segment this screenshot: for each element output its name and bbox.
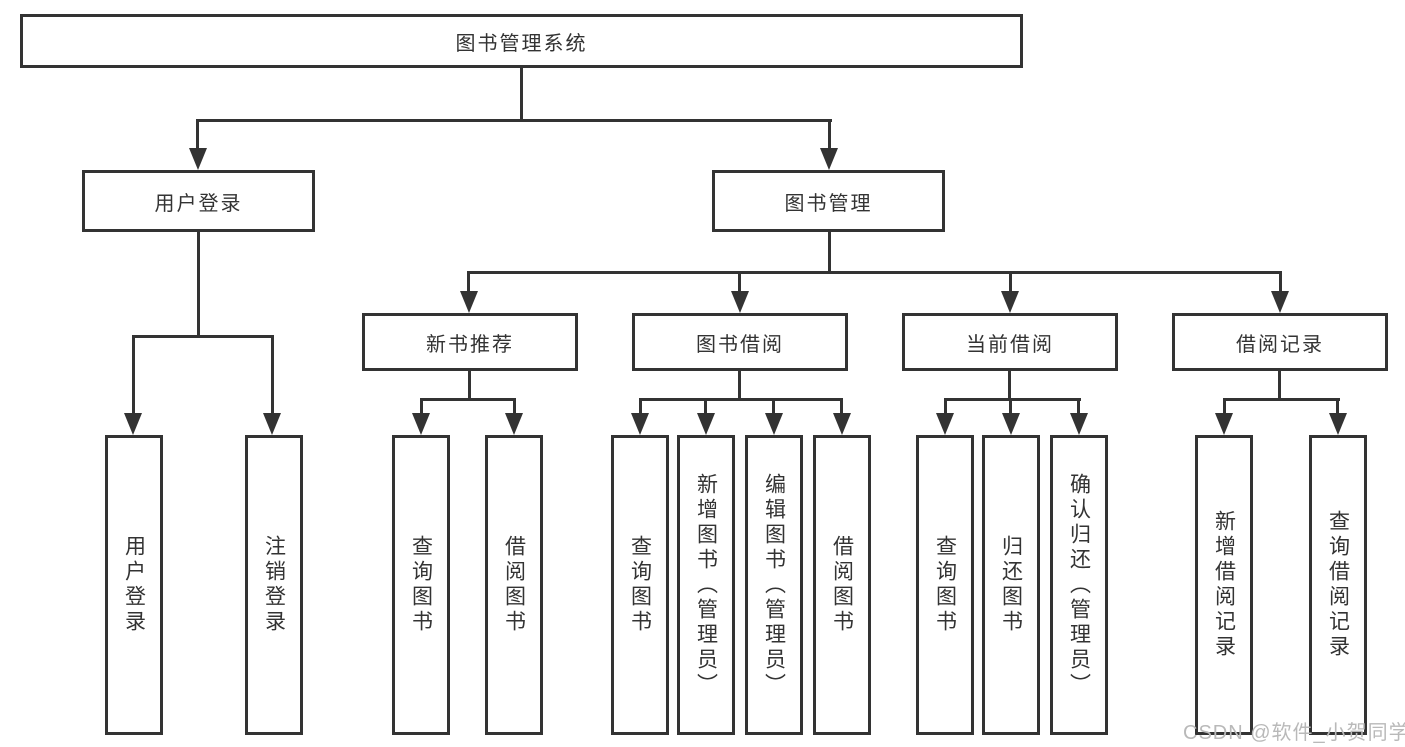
arrow-down-icon [1070,413,1088,435]
leaf-query-books-current: 查询图书 [916,435,974,735]
connector-line [828,119,831,152]
arrow-down-icon [697,413,715,435]
connector-line [1223,398,1226,418]
leaf-logout: 注销登录 [245,435,303,735]
connector-line [1336,398,1339,418]
arrow-down-icon [1329,413,1347,435]
connector-line [944,398,947,418]
connector-line [196,119,832,122]
leaf-query-books-recommend: 查询图书 [392,435,450,735]
arrow-down-icon [731,291,749,313]
connector-line [132,335,135,415]
leaf-edit-books-admin: 编辑图书（管理员） [745,435,803,735]
root-node-library-management-system: 图书管理系统 [20,14,1023,68]
arrow-down-icon [936,413,954,435]
arrow-down-icon [124,413,142,435]
node-new-book-recommend: 新书推荐 [362,313,578,371]
connector-line [828,232,831,273]
leaf-query-books-borrow: 查询图书 [611,435,669,735]
leaf-query-borrow-record: 查询借阅记录 [1309,435,1367,735]
connector-line [1279,271,1282,295]
node-book-borrow: 图书借阅 [632,313,848,371]
connector-line [196,119,199,152]
connector-line [197,232,200,337]
arrow-down-icon [833,413,851,435]
arrow-down-icon [1215,413,1233,435]
arrow-down-icon [505,413,523,435]
arrow-down-icon [460,291,478,313]
connector-line [772,398,775,418]
node-book-management: 图书管理 [712,170,945,232]
node-borrow-records: 借阅记录 [1172,313,1388,371]
arrow-down-icon [765,413,783,435]
leaf-return-books: 归还图书 [982,435,1040,735]
connector-line [1009,271,1012,295]
arrow-down-icon [412,413,430,435]
arrow-down-icon [1271,291,1289,313]
connector-line [513,398,516,418]
connector-line [1223,398,1340,401]
arrow-down-icon [189,148,207,170]
connector-line [1077,398,1080,418]
connector-line [1009,398,1012,418]
connector-line [271,335,274,415]
connector-line [704,398,707,418]
arrow-down-icon [1002,413,1020,435]
node-current-borrow: 当前借阅 [902,313,1118,371]
connector-line [1008,371,1011,400]
connector-line [468,371,471,400]
connector-line [520,68,523,122]
connector-line [467,271,470,295]
csdn-watermark: CSDN @软件_小贺同学 [1183,722,1405,744]
node-user-login: 用户登录 [82,170,315,232]
connector-line [639,398,642,418]
connector-line [467,271,1282,274]
leaf-add-books-admin: 新增图书（管理员） [677,435,735,735]
connector-line [738,371,741,400]
arrow-down-icon [263,413,281,435]
connector-line [840,398,843,418]
arrow-down-icon [1001,291,1019,313]
connector-line [1278,371,1281,400]
leaf-user-login: 用户登录 [105,435,163,735]
leaf-borrow-books: 借阅图书 [813,435,871,735]
leaf-borrow-books-recommend: 借阅图书 [485,435,543,735]
connector-line [132,335,274,338]
connector-line [420,398,423,418]
leaf-add-borrow-record: 新增借阅记录 [1195,435,1253,735]
connector-line [420,398,516,401]
arrow-down-icon [631,413,649,435]
arrow-down-icon [820,148,838,170]
connector-line [639,398,843,401]
connector-line [738,271,741,295]
connector-line [944,398,1081,401]
leaf-confirm-return-admin: 确认归还（管理员） [1050,435,1108,735]
